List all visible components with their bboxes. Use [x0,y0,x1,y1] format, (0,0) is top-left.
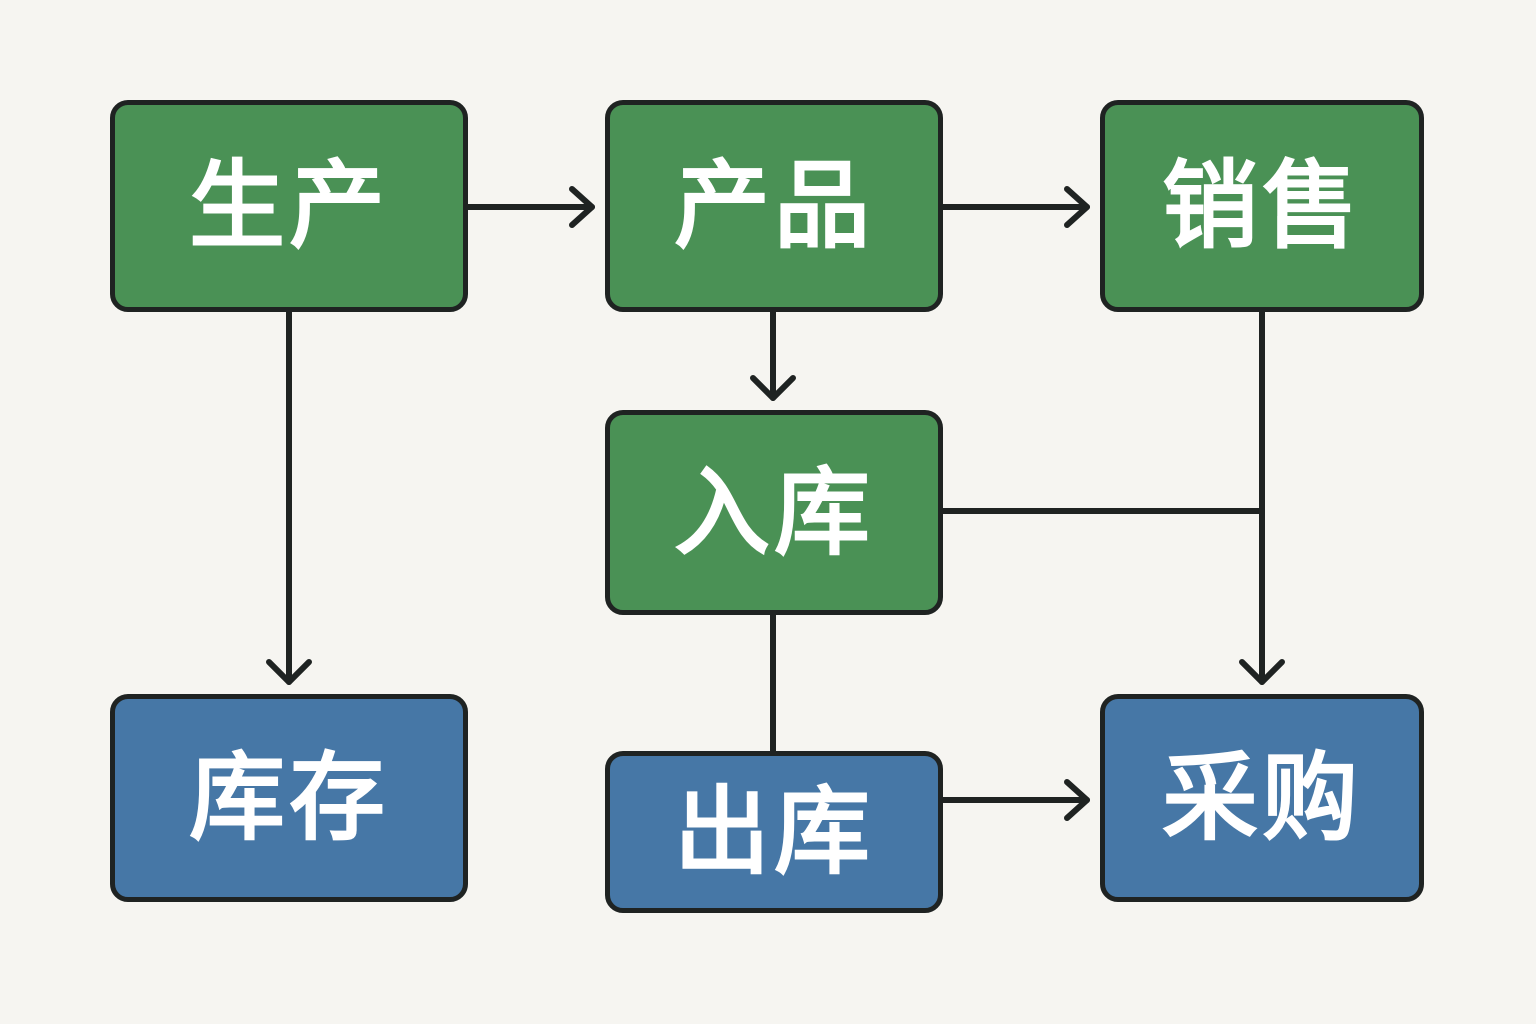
node-inventory: 库存 [110,694,468,902]
arrowhead-product-left [569,186,595,228]
arrowhead-purchase-left [1064,779,1090,821]
node-sales-label: 销售 [1162,150,1362,262]
arrowhead-purchase-top [1239,659,1285,685]
arrowhead-inventory-top [266,659,312,685]
node-purchase-label: 采购 [1162,742,1362,854]
node-outbound: 出库 [605,751,943,913]
node-inventory-label: 库存 [189,742,389,854]
node-inbound: 入库 [605,410,943,615]
node-product-label: 产品 [674,150,874,262]
node-purchase: 采购 [1100,694,1424,902]
node-product: 产品 [605,100,943,312]
node-outbound-label: 出库 [674,776,874,888]
node-sales: 销售 [1100,100,1424,312]
node-production-label: 生产 [189,150,389,262]
node-inbound-label: 入库 [674,456,874,569]
arrowhead-sales-left [1064,186,1090,228]
arrowhead-inbound-top [750,375,796,401]
node-production: 生产 [110,100,468,312]
